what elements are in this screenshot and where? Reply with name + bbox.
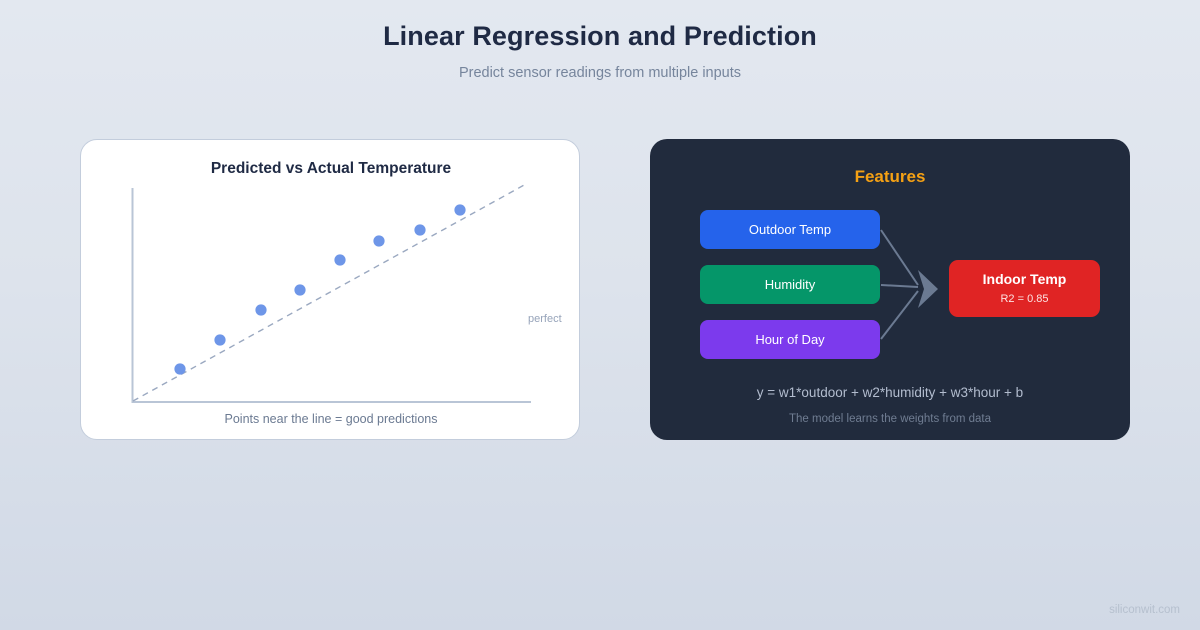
chart-card: Predicted vs Actual Temperature perfect … bbox=[80, 139, 580, 440]
feature-label: Outdoor Temp bbox=[748, 222, 832, 237]
scatter-point bbox=[174, 363, 186, 375]
perfect-line-label: perfect bbox=[528, 313, 562, 325]
model-formula-note: The model learns the weights from data bbox=[789, 413, 991, 425]
scatter-point bbox=[255, 304, 267, 316]
scatter-point bbox=[373, 235, 385, 247]
model-formula: y = w1*outdoor + w2*humidity + w3*hour +… bbox=[756, 385, 1024, 400]
feature-box-outdoor-temp[interactable]: Outdoor Temp bbox=[700, 210, 880, 249]
scatter-points bbox=[174, 204, 466, 375]
arrowhead-icon bbox=[918, 270, 938, 308]
scatter-point bbox=[414, 224, 426, 236]
scatter-point bbox=[334, 254, 346, 266]
feature-label: Humidity bbox=[764, 277, 816, 292]
scatter-point bbox=[214, 334, 226, 346]
features-card: Features Outdoor Temp Humidity Hour of D… bbox=[650, 139, 1130, 440]
page-header: Linear Regression and Prediction Predict… bbox=[0, 0, 1200, 81]
chart-title: Predicted vs Actual Temperature bbox=[210, 160, 452, 177]
target-box-indoor-temp[interactable]: Indoor Temp R2 = 0.85 bbox=[949, 260, 1100, 317]
chart-caption: Points near the line = good predictions bbox=[224, 412, 438, 426]
scatter-plot bbox=[131, 183, 531, 403]
target-metric: R2 = 0.85 bbox=[1000, 292, 1049, 305]
page-subtitle: Predict sensor readings from multiple in… bbox=[458, 65, 742, 81]
feature-box-humidity[interactable]: Humidity bbox=[700, 265, 880, 304]
feature-box-hour-of-day[interactable]: Hour of Day bbox=[700, 320, 880, 359]
feature-label: Hour of Day bbox=[755, 332, 825, 347]
target-label: Indoor Temp bbox=[982, 271, 1067, 288]
scatter-point bbox=[294, 284, 306, 296]
watermark: siliconwit.com bbox=[1109, 604, 1180, 616]
features-title: Features bbox=[854, 167, 926, 186]
page-title: Linear Regression and Prediction bbox=[383, 21, 817, 51]
perfect-reference-line bbox=[132, 183, 527, 402]
connector-line-hour-of-day bbox=[880, 290, 919, 340]
connector-line-outdoor-temp bbox=[880, 229, 919, 286]
scatter-point bbox=[454, 204, 466, 216]
feature-connectors bbox=[880, 229, 938, 340]
connector-line-humidity bbox=[880, 284, 919, 288]
